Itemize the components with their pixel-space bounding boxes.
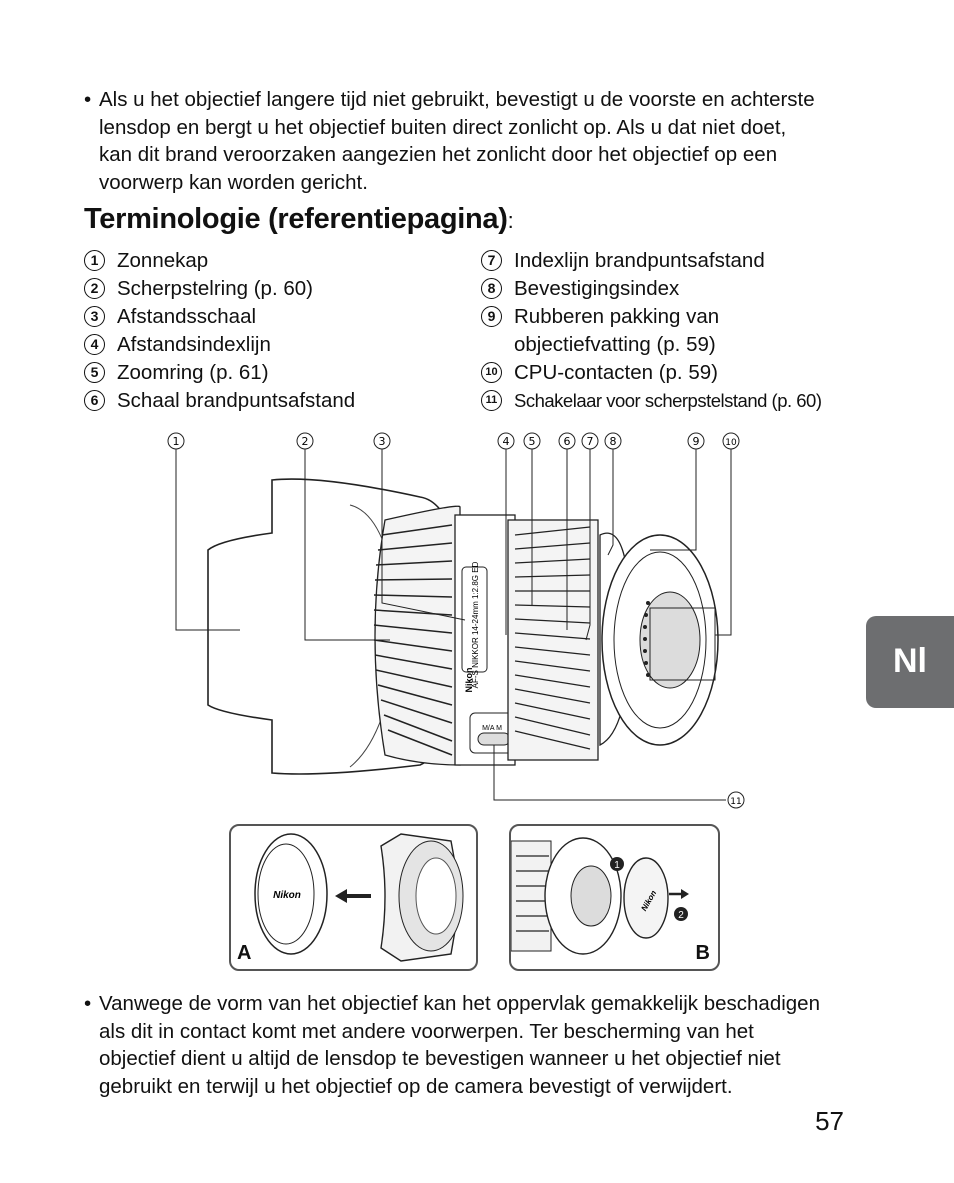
term-number: 10 xyxy=(481,362,502,383)
term-label: Zoomring (p. 61) xyxy=(117,361,269,384)
focus-mode-switch xyxy=(477,732,511,746)
focus-mode-switch-label: M/A M xyxy=(482,725,502,732)
term-label-continued: objectiefvatting (p. 59) xyxy=(514,333,716,356)
term-label: Scherpstelring (p. 60) xyxy=(117,277,313,300)
callout-2: 2 xyxy=(302,435,309,448)
term-label: Schaal brandpuntsafstand xyxy=(117,389,356,412)
step-1-badge: 1 xyxy=(614,860,620,871)
callout-5: 5 xyxy=(529,435,536,448)
term-label: CPU-contacten (p. 59) xyxy=(514,361,718,384)
arrow-icon xyxy=(681,889,689,899)
language-tab: Nl xyxy=(866,616,954,708)
step-2-badge: 2 xyxy=(678,910,684,921)
language-tab-label: Nl xyxy=(893,642,927,680)
page-number: 57 xyxy=(815,1106,844,1136)
term-item-7: 7 Indexlijn brandpuntsafstand xyxy=(481,247,765,275)
callout-11: 11 xyxy=(730,797,741,807)
term-item-10: 10 CPU-contacten (p. 59) xyxy=(481,359,718,387)
term-number: 9 xyxy=(481,306,502,327)
lens-illustration: 1 2 3 4 5 6 7 8 9 10 11 AF-S NIKKOR 14-2… xyxy=(167,432,745,809)
lens-engraving: AF-S NIKKOR 14-24mm 1:2.8G ED xyxy=(471,561,480,688)
term-number: 2 xyxy=(84,278,105,299)
term-item-9: 9 Rubberen pakking van objectiefvatting … xyxy=(481,303,719,359)
inset-label: B xyxy=(695,942,710,964)
inset-a-lens-cap: Nikon A xyxy=(229,824,478,971)
term-number: 8 xyxy=(481,278,502,299)
term-number: 1 xyxy=(84,250,105,271)
callout-8: 8 xyxy=(610,435,617,448)
section-title-colon: : xyxy=(507,208,514,233)
callout-7: 7 xyxy=(587,435,594,448)
paragraph-line: lensdop en bergt u het objectief buiten … xyxy=(99,115,787,139)
term-number: 6 xyxy=(84,390,105,411)
callout-10: 10 xyxy=(725,438,737,448)
cap-brand: Nikon xyxy=(273,890,301,901)
term-number: 3 xyxy=(84,306,105,327)
arrow-icon xyxy=(335,889,347,903)
inset-label: A xyxy=(237,942,252,964)
callout-4: 4 xyxy=(503,435,510,448)
term-label: Indexlijn brandpuntsafstand xyxy=(514,249,765,272)
callout-1: 1 xyxy=(173,435,180,448)
term-item-6: 6 Schaal brandpuntsafstand xyxy=(84,387,355,415)
term-number: 5 xyxy=(84,362,105,383)
term-item-3: 3 Afstandsschaal xyxy=(84,303,256,331)
paragraph-line: objectief dient u altijd de lensdop te b… xyxy=(99,1047,781,1070)
paragraph-line: als dit in contact komt met andere voorw… xyxy=(99,1019,754,1043)
bullet-paragraph-storage: • Als u het objectief langere tijd niet … xyxy=(84,86,864,196)
term-item-2: 2 Scherpstelring (p. 60) xyxy=(84,275,313,303)
term-label: Bevestigingsindex xyxy=(514,277,680,300)
term-number: 11 xyxy=(481,390,502,411)
lens-brand: Nikon xyxy=(464,667,474,692)
bullet-marker: • xyxy=(84,992,92,1015)
term-item-1: 1 Zonnekap xyxy=(84,247,208,275)
paragraph-line: Vanwege de vorm van het objectief kan he… xyxy=(99,992,820,1015)
term-label: Afstandsindexlijn xyxy=(117,333,271,356)
inset-b-rear-cap: 1 Nikon 2 B xyxy=(509,824,720,971)
term-number: 7 xyxy=(481,250,502,271)
term-label: Afstandsschaal xyxy=(117,305,257,328)
rear-lens-element xyxy=(639,591,701,689)
term-item-11: 11 Schakelaar voor scherpstelstand (p. 6… xyxy=(481,387,822,415)
callout-6: 6 xyxy=(564,435,571,448)
term-label: Schakelaar voor scherpstelstand (p. 60) xyxy=(514,390,822,411)
rear-lens-cap xyxy=(623,857,669,939)
paragraph-line: voorwerp kan worden gericht. xyxy=(99,170,368,194)
term-number: 4 xyxy=(84,334,105,355)
callout-3: 3 xyxy=(379,435,386,448)
callout-9: 9 xyxy=(693,435,700,448)
paragraph-line: kan dit brand veroorzaken aangezien het … xyxy=(99,143,778,166)
bullet-paragraph-protection: • Vanwege de vorm van het objectief kan … xyxy=(84,990,864,1100)
term-label: Rubberen pakking van xyxy=(514,305,720,328)
term-label: Zonnekap xyxy=(117,249,209,272)
paragraph-line: gebruikt en terwijl u het objectief op d… xyxy=(99,1074,733,1098)
section-title: Terminologie (referentiepagina): xyxy=(84,203,514,236)
paragraph-line: Als u het objectief langere tijd niet ge… xyxy=(99,88,815,111)
term-item-4: 4 Afstandsindexlijn xyxy=(84,331,271,359)
front-lens-cap xyxy=(254,833,328,955)
bullet-marker: • xyxy=(84,88,92,111)
section-title-text: Terminologie (referentiepagina) xyxy=(84,203,508,235)
term-item-5: 5 Zoomring (p. 61) xyxy=(84,359,269,387)
term-item-8: 8 Bevestigingsindex xyxy=(481,275,679,303)
